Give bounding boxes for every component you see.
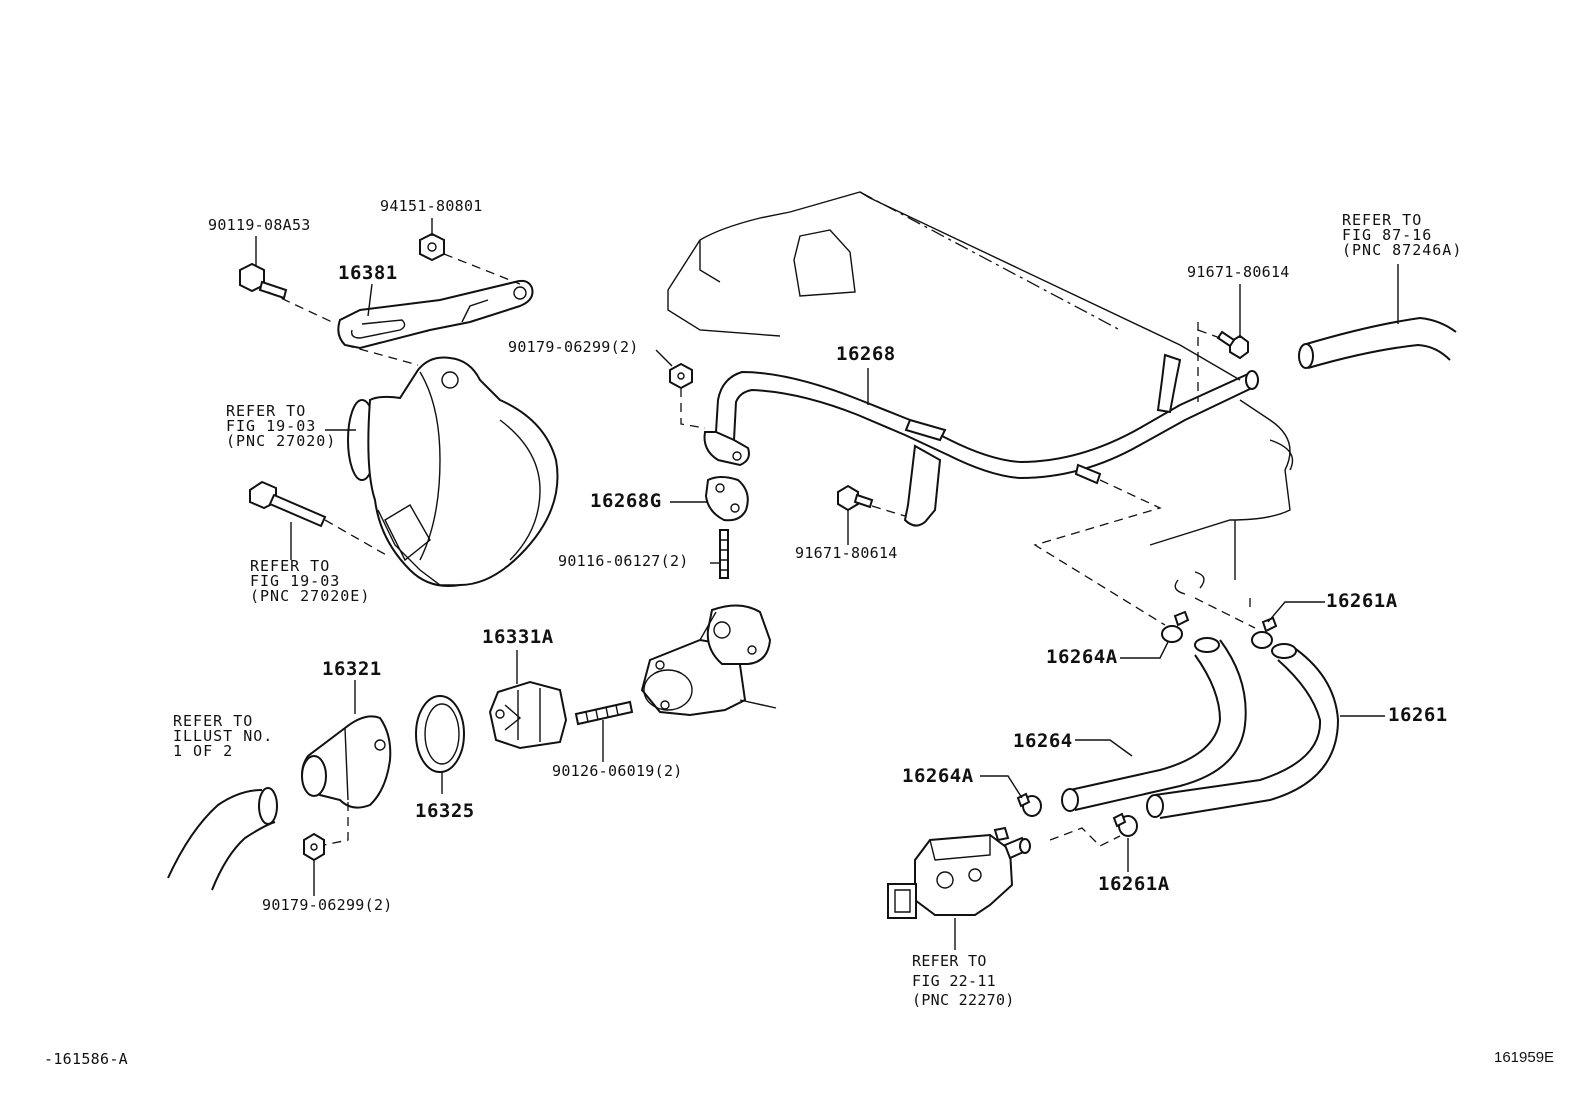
bolt-91671-80614-right [1216, 330, 1249, 360]
leader-dash [344, 344, 419, 366]
leader-lines [255, 218, 1399, 950]
label-90126-06019: 90126-06019(2) [552, 762, 683, 780]
nut-94151-80801 [419, 232, 445, 262]
label-90116-06127: 90116-06127(2) [558, 552, 689, 570]
gasket-16325 [415, 695, 465, 773]
bracket-16381 [337, 279, 534, 350]
bolt-90119-08A53 [239, 262, 288, 300]
label-16264: 16264 [1013, 730, 1073, 752]
thermostat-16331A [488, 680, 568, 750]
label-16261A-top: 16261A [1326, 590, 1398, 612]
leader-dash [443, 253, 521, 285]
air-valve-22-11 [887, 826, 1031, 919]
refer-fig-19-03-a: REFER TO FIG 19-03 (PNC 27020) [226, 402, 337, 450]
leader-dash [323, 802, 349, 846]
stud-90116-06127 [719, 529, 729, 579]
label-16264A-top: 16264A [1046, 646, 1118, 668]
footer-left-code: -161586-A [44, 1050, 128, 1068]
leader-dash [680, 388, 706, 429]
label-91671-80614-center: 91671-80614 [795, 544, 898, 562]
hose-16261 [1146, 643, 1340, 819]
label-16381: 16381 [338, 262, 398, 284]
leader-dash [1197, 329, 1221, 339]
leader-dash [1049, 827, 1121, 847]
label-91671-80614-right: 91671-80614 [1187, 263, 1290, 281]
gasket-16268G [704, 476, 749, 522]
clip-outline [1194, 571, 1205, 589]
refer-fig-87-16: REFER TO FIG 87-16 (PNC 87246A) [1342, 211, 1463, 259]
nut-90179-06299-bottom [303, 832, 325, 862]
label-90179-06299-top: 90179-06299(2) [508, 338, 639, 356]
refer-fig-22-11: REFER TO FIG 22-11 (PNC 22270) [912, 952, 1015, 1009]
long-bolt [249, 480, 327, 528]
leader-dash [871, 505, 906, 517]
lower-hose [167, 787, 278, 891]
clamp-16261A-bottom [1112, 812, 1138, 837]
label-90179-06299-bottom: 90179-06299(2) [262, 896, 393, 914]
water-inlet-16321 [301, 715, 392, 809]
clamp-16264A-top [1161, 610, 1190, 643]
thermostat-housing-engine [640, 604, 777, 717]
label-16268G: 16268G [590, 490, 662, 512]
label-16321: 16321 [322, 658, 382, 680]
leader-dash [1033, 479, 1166, 626]
clip-outline [1174, 579, 1186, 595]
refer-fig-19-03-b: REFER TO FIG 19-03 (PNC 27020E) [250, 557, 371, 605]
label-16331A: 16331A [482, 626, 554, 648]
label-16325: 16325 [415, 800, 475, 822]
label-16268: 16268 [836, 343, 896, 365]
refer-illust-no: REFER TO ILLUST NO. 1 OF 2 [173, 712, 274, 760]
stud-90126-06019 [574, 700, 634, 726]
hose-16264 [1061, 637, 1247, 812]
label-16261A-bottom: 16261A [1098, 873, 1170, 895]
label-16261: 16261 [1388, 704, 1448, 726]
leader-dash [267, 291, 333, 323]
label-94151-80801: 94151-80801 [380, 197, 483, 215]
footer-right-code: 161959E [1494, 1049, 1555, 1066]
label-16264A-bottom: 16264A [902, 765, 974, 787]
engine-outline [667, 191, 1294, 580]
leader-dash [1194, 597, 1256, 629]
leader-dash [324, 519, 389, 557]
clamp-16261A-top [1251, 616, 1278, 649]
nut-90179-06299-top [669, 362, 693, 390]
alternator [347, 356, 559, 587]
pipe-16268 [703, 353, 1259, 527]
label-90119-08A53: 90119-08A53 [208, 216, 311, 234]
bolt-91671-80614-center [837, 484, 874, 512]
hose-fig-87-16 [1298, 316, 1457, 369]
